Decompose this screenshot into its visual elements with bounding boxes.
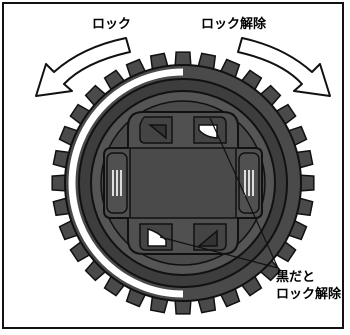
curved-arrow-clockwise-icon — [237, 37, 331, 97]
top-right-triangle-window — [198, 124, 218, 139]
bottom-left-triangle-window — [147, 227, 167, 247]
note-line2: ロック解除 — [276, 287, 342, 302]
right-grip — [238, 152, 260, 214]
curved-arrow-counterclockwise-icon — [35, 37, 131, 97]
center-plate — [129, 147, 237, 219]
lock-indicator-arc — [68, 68, 184, 298]
bottom-right-triangle — [196, 229, 218, 247]
left-grip — [106, 152, 128, 214]
diagram-frame — [2, 2, 344, 329]
lock-label: ロック — [92, 17, 132, 32]
pointer-line-bottom — [159, 236, 279, 269]
unlock-label: ロック解除 — [201, 17, 267, 32]
top-left-triangle — [147, 124, 167, 140]
pointer-line-top — [209, 117, 279, 269]
note-line1: 黒だと — [276, 270, 316, 285]
